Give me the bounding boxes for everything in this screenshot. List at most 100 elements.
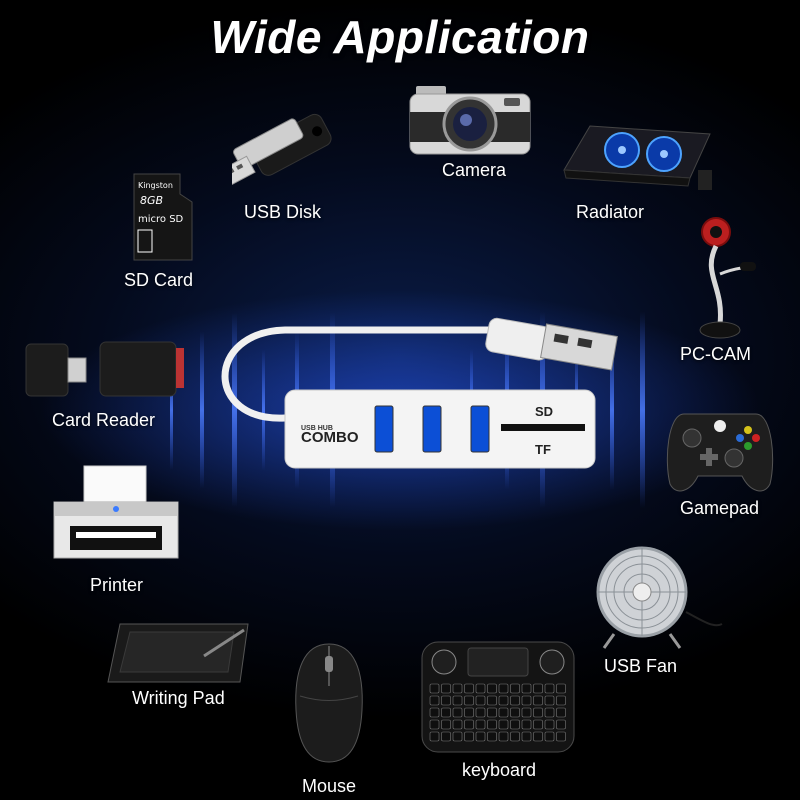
keyboard-key bbox=[521, 707, 532, 718]
hub-subtitle: USB HUB bbox=[301, 425, 333, 432]
keyboard-key bbox=[452, 707, 463, 718]
keyboard-key bbox=[487, 719, 497, 730]
keyboard-key bbox=[533, 719, 543, 730]
device-label-pc-cam: PC-CAM bbox=[680, 344, 751, 364]
sd-card-size: 8GB bbox=[140, 194, 163, 207]
mouse-icon bbox=[295, 643, 363, 763]
keyboard-key bbox=[556, 707, 566, 718]
poster-title: Wide Application bbox=[210, 11, 590, 63]
usb-flash-drive-icon bbox=[232, 113, 332, 187]
keyboard-key bbox=[475, 731, 486, 742]
keyboard-key bbox=[441, 707, 451, 718]
keyboard-key bbox=[429, 683, 440, 694]
keyboard-key bbox=[441, 731, 451, 742]
light-streak bbox=[200, 331, 204, 489]
keyboard-key bbox=[464, 719, 474, 730]
keyboard-key bbox=[533, 695, 543, 706]
light-streak bbox=[640, 311, 645, 509]
keyboard-key bbox=[452, 731, 463, 742]
keyboard-key bbox=[452, 719, 463, 730]
keyboard-key bbox=[498, 695, 509, 706]
keyboard-key bbox=[533, 731, 543, 742]
keyboard-key bbox=[498, 707, 509, 718]
keyboard-key bbox=[498, 683, 509, 694]
keyboard-key bbox=[510, 731, 520, 742]
hub-tf-slot-label: TF bbox=[535, 442, 551, 457]
keyboard-key bbox=[464, 683, 474, 694]
keyboard-key bbox=[521, 695, 532, 706]
light-streak bbox=[610, 330, 614, 490]
keyboard-key bbox=[475, 695, 486, 706]
device-label-camera: Camera bbox=[442, 160, 507, 180]
device-label-sd-card: SD Card bbox=[124, 270, 194, 290]
usb-hub-combo: USB HUB COMBO SD TF bbox=[221, 317, 618, 469]
keyboard-icon bbox=[421, 641, 575, 753]
keyboard-key bbox=[533, 707, 543, 718]
keyboard-key bbox=[556, 719, 566, 730]
keyboard-key bbox=[521, 731, 532, 742]
light-streak bbox=[232, 313, 237, 507]
card-reader-icon bbox=[25, 341, 184, 397]
keyboard-key bbox=[521, 683, 532, 694]
keyboard-key bbox=[452, 695, 463, 706]
device-label-printer: Printer bbox=[90, 575, 144, 595]
keyboard-key bbox=[429, 731, 440, 742]
keyboard-key bbox=[487, 683, 497, 694]
keyboard-key bbox=[544, 719, 555, 730]
keyboard-key bbox=[510, 683, 520, 694]
hub-sd-slot-label: SD bbox=[535, 404, 553, 419]
keyboard-key bbox=[475, 719, 486, 730]
laptop-cooler-icon bbox=[563, 125, 712, 190]
device-label-keyboard: keyboard bbox=[462, 760, 537, 780]
keyboard-key bbox=[556, 695, 566, 706]
keyboard-key bbox=[556, 683, 566, 694]
light-streak bbox=[262, 349, 265, 471]
keyboard-key bbox=[475, 707, 486, 718]
keyboard-key bbox=[464, 731, 474, 742]
keyboard-key bbox=[464, 707, 474, 718]
sd-card-type: micro SD bbox=[138, 214, 184, 225]
webcam-icon bbox=[699, 217, 756, 339]
keyboard-key bbox=[441, 695, 451, 706]
keyboard-key bbox=[452, 683, 463, 694]
device-label-usb-fan: USB Fan bbox=[604, 656, 678, 676]
keyboard-key bbox=[441, 719, 451, 730]
printer-icon bbox=[53, 465, 179, 559]
keyboard-key bbox=[510, 707, 520, 718]
device-label-usb-disk: USB Disk bbox=[244, 202, 322, 222]
keyboard-key bbox=[429, 695, 440, 706]
keyboard-key bbox=[498, 731, 509, 742]
keyboard-key bbox=[498, 719, 509, 730]
light-streak bbox=[170, 350, 173, 470]
usb-fan-icon bbox=[596, 546, 723, 649]
keyboard-key bbox=[475, 683, 486, 694]
device-label-radiator: Radiator bbox=[576, 202, 645, 222]
keyboard-key bbox=[487, 707, 497, 718]
sd-card-brand: Kingston bbox=[138, 181, 173, 190]
keyboard-key bbox=[487, 731, 497, 742]
sd-card-icon: Kingston 8GB micro SD bbox=[133, 173, 193, 261]
device-label-mouse: Mouse bbox=[302, 776, 357, 796]
device-label-writing-pad: Writing Pad bbox=[132, 688, 225, 708]
keyboard-key bbox=[544, 707, 555, 718]
device-label-card-reader: Card Reader bbox=[52, 410, 156, 430]
keyboard-key bbox=[510, 719, 520, 730]
keyboard-key bbox=[533, 683, 543, 694]
device-label-gamepad: Gamepad bbox=[680, 498, 760, 518]
camera-icon bbox=[409, 86, 531, 155]
gamepad-icon bbox=[666, 413, 774, 492]
keyboard-key bbox=[441, 683, 451, 694]
keyboard-key bbox=[429, 707, 440, 718]
keyboard-key bbox=[429, 719, 440, 730]
keyboard-key bbox=[544, 683, 555, 694]
keyboard-key bbox=[521, 719, 532, 730]
writing-pad-icon bbox=[107, 623, 249, 683]
keyboard-key bbox=[544, 695, 555, 706]
keyboard-key bbox=[487, 695, 497, 706]
keyboard-key bbox=[556, 731, 566, 742]
hub-brand: COMBO bbox=[301, 429, 359, 446]
keyboard-key bbox=[544, 731, 555, 742]
keyboard-key bbox=[510, 695, 520, 706]
keyboard-key bbox=[464, 695, 474, 706]
